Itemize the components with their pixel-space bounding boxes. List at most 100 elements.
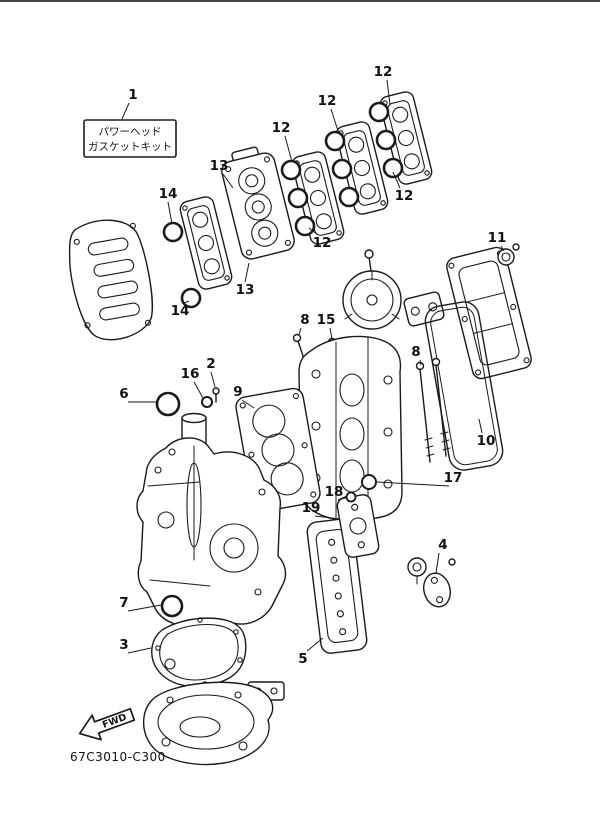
callout-number: 17: [444, 470, 463, 486]
callout-leader-line: [308, 227, 319, 236]
fwd-arrow: FWD: [78, 707, 136, 741]
callout-leader-line: [376, 481, 450, 487]
callout-4: 4: [435, 537, 448, 574]
callout-leader-line: [306, 637, 324, 652]
crankcase-drawing: [136, 412, 287, 627]
bolt-2-drawing: [212, 387, 220, 403]
callout-leader-line: [392, 171, 401, 189]
oil-seal-6: [155, 391, 181, 417]
o-ring: [382, 157, 404, 179]
callout-3: 3: [119, 637, 152, 654]
o-ring-seals-group: [280, 101, 404, 237]
stud-bolts-drawing: [415, 357, 451, 463]
callout-number: 12: [374, 64, 393, 80]
plug-cap-drawing: [497, 243, 520, 266]
callout-number: 7: [119, 595, 128, 611]
seal-16: [201, 396, 213, 408]
callout-10: 10: [477, 418, 496, 449]
callout-19: 19: [302, 500, 341, 520]
callout-2: 2: [206, 356, 216, 388]
callout-leader-line: [127, 647, 152, 654]
callout-number: 12: [313, 235, 332, 251]
callout-leader-line: [478, 418, 483, 434]
callout-13: 13: [210, 158, 234, 189]
o-ring: [294, 215, 316, 237]
o-ring-17: [361, 474, 377, 490]
callout-15: 15: [317, 312, 335, 340]
callout-number: 13: [210, 158, 229, 174]
o-ring-18: [345, 491, 357, 503]
callout-number: 5: [298, 651, 307, 667]
callout-12: 12: [272, 120, 293, 163]
head-side-gasket-drawing: [177, 194, 235, 292]
callout-12: 12: [318, 93, 340, 135]
callout-leader-line: [500, 245, 505, 252]
artwork: [0, 0, 600, 766]
kit-label-line2: ガスケットキット: [88, 141, 172, 153]
callout-number: 6: [119, 386, 128, 402]
o-ring: [338, 186, 360, 208]
callout-16: 16: [181, 366, 204, 399]
cylinder-head-drawing: [221, 146, 295, 260]
diagram-code: 67C3010-C300: [70, 750, 166, 764]
thermostat-drawing: [407, 557, 456, 608]
callout-leader-line: [284, 135, 293, 163]
callout-number: 18: [325, 484, 344, 500]
o-ring: [280, 159, 302, 181]
callout-leader-line: [419, 359, 422, 366]
oil-seal-7: [160, 594, 184, 618]
o-ring: [324, 130, 346, 152]
callout-number: 19: [302, 500, 321, 516]
callout-12: 12: [374, 64, 393, 106]
callout-leader-line: [222, 173, 234, 189]
callout-leader-line: [167, 201, 173, 225]
callout-number: 10: [477, 433, 496, 449]
callout-number: 4: [438, 537, 447, 553]
callout-number: 1: [128, 87, 137, 103]
bolt-head: [364, 249, 374, 259]
lower-casing-drawing: [142, 681, 285, 766]
o-ring: [368, 101, 390, 123]
oil-pan-gasket-drawing: [151, 617, 247, 687]
callout-leader-line: [210, 371, 216, 388]
callout-leader-line: [183, 300, 190, 304]
callout-13: 13: [236, 262, 254, 298]
callout-leader-line: [337, 495, 348, 501]
cover-gasket-drawing: [424, 301, 504, 471]
callout-7: 7: [119, 595, 162, 612]
callout-number: 12: [395, 188, 414, 204]
o-ring: [375, 129, 397, 151]
callout-number: 16: [181, 366, 200, 382]
callout-number: 11: [488, 230, 507, 246]
o-ring: [287, 187, 309, 209]
callout-17: 17: [376, 470, 463, 487]
kit-label: パワーヘッド ガスケットキット: [83, 119, 177, 158]
callout-leader-line: [244, 262, 250, 283]
o-ring-14: [162, 221, 184, 243]
callout-6: 6: [119, 386, 156, 403]
round-cover-drawing: [342, 249, 402, 330]
callout-number: 9: [233, 384, 242, 400]
kit-label-line1: パワーヘッド: [99, 126, 162, 138]
callout-12: 12: [308, 227, 332, 251]
intake-manifold-drawing: [68, 219, 153, 341]
callout-number: 12: [272, 120, 291, 136]
callout-14: 14: [171, 300, 190, 319]
callout-leader-line: [314, 515, 341, 520]
callout-leader-line: [241, 399, 255, 409]
callout-9: 9: [233, 384, 255, 409]
callout-leader-line: [386, 79, 391, 106]
callout-number: 3: [119, 637, 128, 653]
callout-18: 18: [325, 484, 348, 501]
callout-8: 8: [411, 344, 422, 366]
callout-12: 12: [392, 171, 414, 204]
callout-leader-line: [127, 604, 162, 612]
callout-leader-line: [193, 381, 204, 399]
callout-number: 8: [300, 312, 309, 328]
callout-number: 14: [171, 303, 190, 319]
callout-5: 5: [298, 637, 324, 667]
callout-1: 1: [121, 87, 138, 120]
